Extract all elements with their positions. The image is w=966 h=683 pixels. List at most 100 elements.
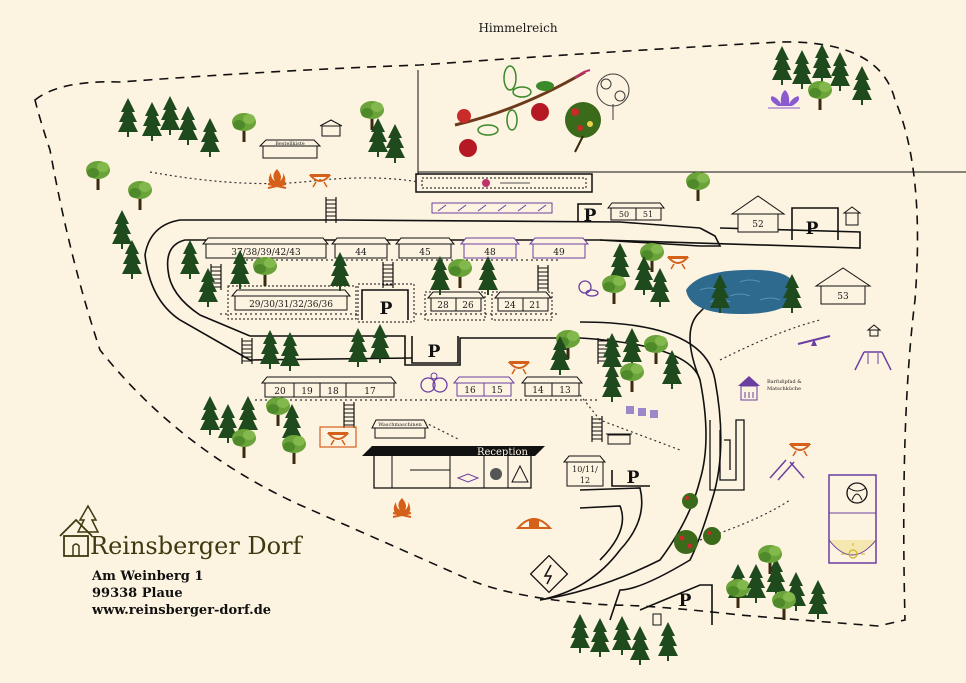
house-label: 16 [464, 386, 476, 396]
sun-icon [841, 543, 865, 559]
reception-label: Reception [477, 447, 529, 458]
south-parking-road [639, 584, 713, 625]
house-label: 48 [484, 248, 496, 258]
site-boundary [34, 41, 919, 627]
parking-sign[interactable]: P [584, 206, 597, 226]
area-label-himmelreich: Himmelreich [478, 21, 557, 35]
reception-building[interactable]: Reception [362, 446, 545, 489]
bbq-icon [309, 174, 331, 188]
laundry-building[interactable]: Waschmaschinen [371, 419, 429, 439]
house-label: 29/30/31/32/36/36 [249, 300, 333, 310]
house-44[interactable]: 44 [330, 237, 392, 259]
parking-sign[interactable]: P [428, 342, 441, 362]
stairs [591, 415, 603, 443]
bbq-icon [789, 443, 811, 457]
house-label: 13 [559, 386, 571, 396]
house-label: 12 [580, 476, 590, 485]
house-label: 17 [364, 387, 376, 397]
house-label: 28 [437, 301, 449, 311]
address-city: 99338 Plaue [92, 586, 183, 601]
dog-icon [578, 280, 599, 297]
house-label: 53 [837, 292, 849, 302]
orchard-border [417, 70, 966, 175]
lotus-icon [768, 90, 800, 109]
lightning-icon [529, 554, 569, 594]
bbq-icon [667, 256, 689, 270]
house-label: 37/38/39/42/43 [231, 248, 301, 258]
house-label: 49 [553, 248, 565, 258]
house-label: 52 [752, 220, 763, 230]
volleyball-icon [846, 482, 868, 504]
main-road [144, 219, 722, 361]
house-label: 21 [529, 301, 540, 311]
house-label: 50 [619, 210, 629, 219]
parking-area-center [357, 283, 415, 323]
small-marker [652, 613, 662, 626]
small-shed [607, 434, 631, 445]
parking-sign[interactable]: P [380, 299, 393, 319]
campfire-icon [267, 168, 287, 189]
cabin-label: Bestellkiste [275, 141, 305, 147]
parking-area-south [611, 470, 650, 487]
parking-area-52 [791, 207, 839, 240]
website-link[interactable]: www.reinsberger-dorf.de [92, 603, 272, 618]
house-label: 24 [504, 301, 516, 311]
sun-loungers-icon [431, 202, 553, 214]
barefoot-label: Barfußpfad & [767, 379, 802, 385]
flowering-tree-icon [596, 73, 630, 120]
house-28-26[interactable]: 28 26 [424, 291, 486, 321]
lower-road [539, 487, 643, 601]
mud-kitchen-label: Matschküche [767, 386, 801, 392]
house-label: 15 [491, 386, 503, 396]
parking-area-north [577, 203, 602, 222]
house-24-21[interactable]: 24 21 [491, 291, 553, 321]
parking-sign[interactable]: P [627, 468, 640, 488]
house-20-17[interactable]: 20 19 18 17 [260, 376, 398, 398]
stairs [343, 401, 355, 429]
lake [686, 269, 796, 314]
brand-name: Reinsberger Dorf [90, 532, 302, 560]
house-53[interactable]: 53 [814, 267, 872, 305]
house-label: 10/11/ [572, 465, 598, 474]
mud-kitchen-icon [738, 376, 760, 401]
slide-icon [769, 459, 805, 481]
house-label: 44 [355, 248, 367, 258]
house-29-36[interactable]: 29/30/31/32/36/36 [227, 285, 357, 320]
house-52[interactable]: 52 [730, 195, 786, 233]
parking-sign[interactable]: P [806, 219, 819, 239]
house-label: 19 [301, 387, 313, 397]
house-37-43[interactable]: 37/38/39/42/43 [201, 237, 330, 259]
volleyball-court[interactable] [828, 474, 877, 564]
main-road-east [599, 227, 861, 249]
bbq-icon [508, 361, 530, 375]
house-45[interactable]: 45 [394, 237, 456, 259]
hut-icon [319, 119, 343, 137]
house-10-12[interactable]: 10/11/ 12 [562, 455, 607, 487]
pizza-oven-icon [515, 518, 553, 529]
hut-icon [866, 324, 882, 337]
house-14-13[interactable]: 14 13 [520, 376, 584, 397]
hut-icon [842, 206, 862, 226]
apple-tree-icon [674, 493, 721, 554]
house-50-51[interactable]: 50 51 [606, 202, 666, 221]
house-16-15[interactable]: 16 15 [452, 376, 516, 397]
garden-bed [415, 173, 593, 193]
house-label: 45 [419, 248, 431, 258]
orchard-tree-icon [565, 102, 601, 153]
swing-icon [854, 351, 892, 371]
house-label: 51 [643, 210, 653, 219]
cabin-top-left[interactable]: Bestellkiste [258, 139, 322, 159]
house-49[interactable]: 49 [528, 237, 590, 259]
parking-area-middle [411, 336, 459, 364]
stairs [537, 264, 549, 292]
logo-icon [59, 504, 100, 557]
address-block: Am Weinberg 1 99338 Plaue www.reinsberge… [92, 568, 271, 619]
house-label: 20 [274, 387, 286, 397]
apple-branch-icon [454, 65, 591, 157]
parking-sign[interactable]: P [679, 591, 692, 611]
house-48[interactable]: 48 [459, 237, 521, 259]
house-label: 14 [532, 386, 544, 396]
stairs [325, 196, 337, 224]
house-label: 18 [327, 387, 339, 397]
